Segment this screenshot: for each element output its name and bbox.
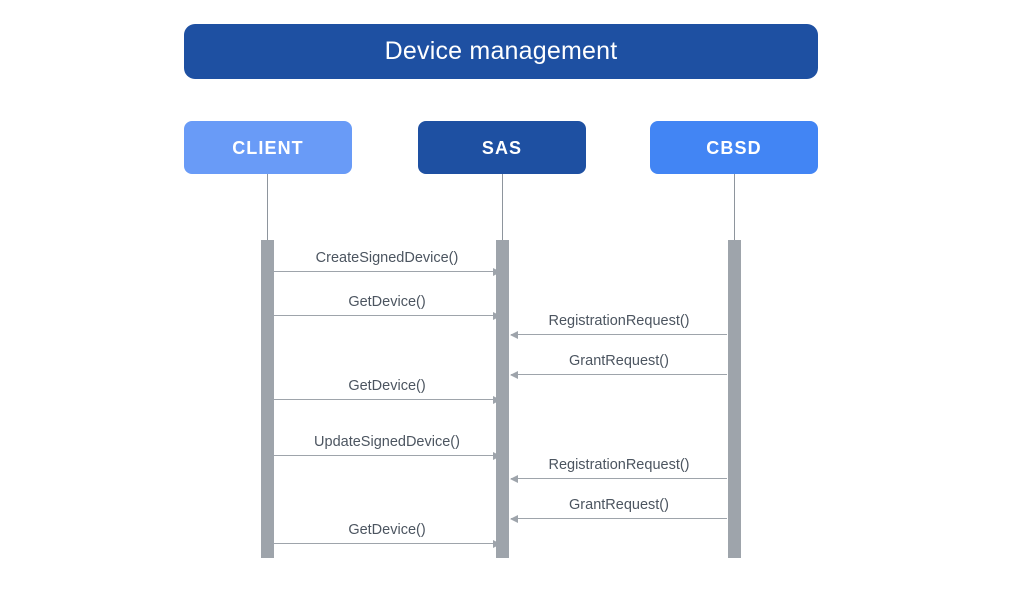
lifeline-sas (502, 174, 503, 242)
participant-sas[interactable]: SAS (418, 121, 586, 174)
activation-bar-cbsd (728, 240, 741, 558)
page-title: Device management (384, 37, 618, 65)
message-line-8 (511, 518, 727, 519)
activation-bar-client (261, 240, 274, 558)
participant-client[interactable]: CLIENT (184, 121, 352, 174)
message-line-6 (274, 455, 500, 456)
arrow-head-right-icon (493, 268, 501, 276)
message-arrow-2: GetDevice() (274, 282, 501, 320)
message-label-7: RegistrationRequest() (548, 456, 690, 473)
message-arrow-9: GetDevice() (274, 510, 501, 548)
message-label-8: GrantRequest() (569, 496, 669, 513)
message-line-1 (274, 271, 500, 272)
arrow-head-right-icon (493, 312, 501, 320)
message-label-9: GetDevice() (348, 521, 426, 538)
message-label-6: UpdateSignedDevice() (314, 433, 460, 450)
arrow-head-right-icon (493, 540, 501, 548)
arrow-head-left-icon (510, 475, 518, 483)
arrow-head-right-icon (493, 396, 501, 404)
arrow-head-right-icon (493, 452, 501, 460)
message-label-3: RegistrationRequest() (548, 312, 690, 329)
message-label-2: GetDevice() (348, 293, 426, 310)
message-line-5 (274, 399, 500, 400)
participant-label-cbsd: CBSD (706, 137, 762, 158)
message-label-5: GetDevice() (348, 377, 426, 394)
arrow-head-left-icon (510, 371, 518, 379)
message-line-4 (511, 374, 727, 375)
participant-label-client: CLIENT (232, 137, 304, 158)
message-arrow-3: RegistrationRequest() (510, 301, 727, 339)
message-arrow-1: CreateSignedDevice() (274, 238, 501, 276)
participant-cbsd[interactable]: CBSD (650, 121, 818, 174)
message-arrow-7: RegistrationRequest() (510, 445, 727, 483)
diagram-title-bar: Device management (184, 24, 818, 79)
message-arrow-4: GrantRequest() (510, 341, 727, 379)
arrow-head-left-icon (510, 515, 518, 523)
message-line-9 (274, 543, 500, 544)
message-line-7 (511, 478, 727, 479)
message-label-4: GrantRequest() (569, 352, 669, 369)
message-arrow-6: UpdateSignedDevice() (274, 422, 501, 460)
participant-label-sas: SAS (481, 137, 523, 158)
message-line-3 (511, 334, 727, 335)
lifeline-cbsd (734, 174, 735, 242)
message-arrow-8: GrantRequest() (510, 485, 727, 523)
message-arrow-5: GetDevice() (274, 366, 501, 404)
arrow-head-left-icon (510, 331, 518, 339)
message-label-1: CreateSignedDevice() (315, 249, 459, 266)
message-line-2 (274, 315, 500, 316)
lifeline-client (267, 174, 268, 242)
